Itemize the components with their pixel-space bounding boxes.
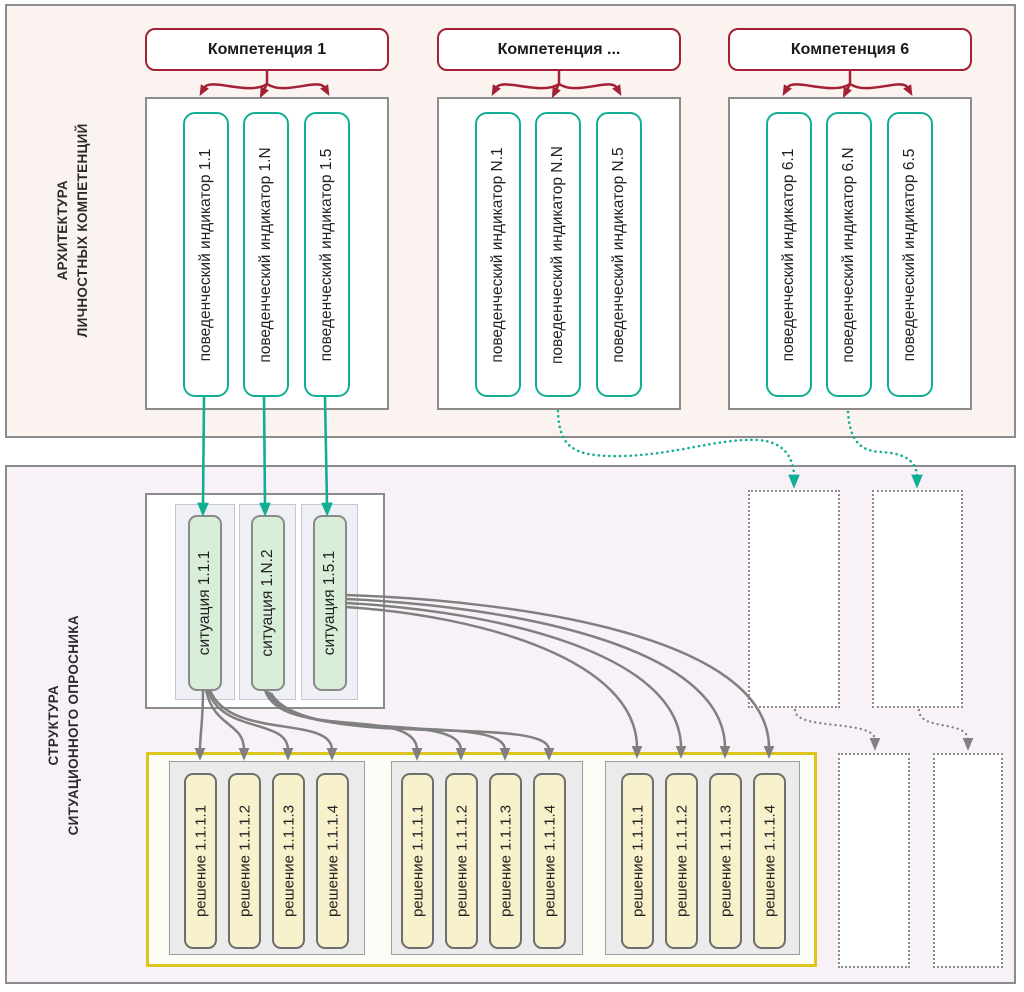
competency-label: Компетенция ... [497,40,621,58]
indicator-box: поведенческий индикатор 6.1 [766,112,812,397]
solution-label: решение 1.1.1.4 [541,804,558,918]
indicator-box: поведенческий индикатор N.5 [596,112,642,397]
indicator-container-6: поведенческий индикатор 6.1 поведенчески… [728,97,972,410]
indicator-label: поведенческий индикатор 6.1 [780,148,797,361]
indicator-container-n: поведенческий индикатор N.1 поведенчески… [437,97,681,410]
solution-label: решение 1.1.1.2 [453,804,470,918]
solution-box: решение 1.1.1.1 [401,773,434,949]
solution-label: решение 1.1.1.3 [497,804,514,918]
solution-box: решение 1.1.1.4 [753,773,786,949]
solution-group-1: решение 1.1.1.1 решение 1.1.1.2 решение … [169,761,365,955]
solution-label: решение 1.1.1.2 [236,804,253,918]
solution-group-2: решение 1.1.1.1 решение 1.1.1.2 решение … [391,761,583,955]
indicator-label: поведенческий индикатор 1.1 [197,148,214,361]
solution-box: решение 1.1.1.1 [621,773,654,949]
situation-cell: ситуация 1.N.2 [239,504,296,700]
indicator-box: поведенческий индикатор 1.N [243,112,289,397]
placeholder-solution-box-1 [838,753,910,968]
indicator-label: поведенческий индикатор N.5 [610,146,627,363]
solution-box: решение 1.1.1.1 [184,773,217,949]
solution-box: решение 1.1.1.3 [709,773,742,949]
indicator-label: поведенческий индикатор 6.N [840,146,857,363]
indicator-label: поведенческий индикатор 1.5 [318,148,335,361]
solution-label: решение 1.1.1.1 [192,804,209,918]
indicator-container-1: поведенческий индикатор 1.1 поведенчески… [145,97,389,410]
solution-group-3: решение 1.1.1.1 решение 1.1.1.2 решение … [605,761,800,955]
competency-box-1: Компетенция 1 [145,28,389,71]
solution-box: решение 1.1.1.2 [665,773,698,949]
indicator-box: поведенческий индикатор 6.5 [887,112,933,397]
solution-box: решение 1.1.1.4 [316,773,349,949]
solution-box: решение 1.1.1.2 [228,773,261,949]
solution-label: решение 1.1.1.1 [629,804,646,918]
situation-cell: ситуация 1.5.1 [301,504,358,700]
indicator-box: поведенческий индикатор 1.1 [183,112,229,397]
solution-label: решение 1.1.1.4 [324,804,341,918]
indicator-label: поведенческий индикатор 6.5 [901,148,918,361]
situation-box: ситуация 1.1.1 [188,515,222,691]
competency-label: Компетенция 6 [790,40,910,58]
situation-cell: ситуация 1.1.1 [175,504,235,700]
indicator-box: поведенческий индикатор 6.N [826,112,872,397]
situation-label: ситуация 1.1.1 [196,550,213,656]
placeholder-solution-box-2 [933,753,1003,968]
situations-container: ситуация 1.1.1 ситуация 1.N.2 ситуация 1… [145,493,385,709]
indicator-box: поведенческий индикатор N.1 [475,112,521,397]
situation-label: ситуация 1.5.1 [320,550,338,656]
placeholder-situation-box-2 [872,490,963,708]
competency-box-n: Компетенция ... [437,28,681,71]
indicator-box: поведенческий индикатор 1.5 [304,112,350,397]
solution-box: решение 1.1.1.4 [533,773,566,949]
solution-label: решение 1.1.1.3 [717,804,734,918]
solution-label: решение 1.1.1.1 [409,804,426,918]
situation-box: ситуация 1.N.2 [250,515,285,691]
situation-box: ситуация 1.5.1 [312,515,347,691]
indicator-box: поведенческий индикатор N.N [535,112,581,397]
solution-box: решение 1.1.1.3 [272,773,305,949]
indicator-label: поведенческий индикатор N.1 [489,146,506,363]
solution-label: решение 1.1.1.4 [761,804,778,918]
placeholder-situation-box-1 [748,490,840,708]
section-label-architecture: АРХИТЕКТУРА ЛИЧНОСТНЫХ КОМПЕТЕНЦИЙ [54,123,90,338]
solution-box: решение 1.1.1.3 [489,773,522,949]
indicator-label: поведенческий индикатор N.N [549,145,566,364]
competency-box-6: Компетенция 6 [728,28,972,71]
competency-label: Компетенция 1 [207,40,327,58]
indicator-label: поведенческий индикатор 1.N [257,146,274,363]
section-label-questionnaire: СТРУКТУРА СИТУАЦИОННОГО ОПРОСНИКА [45,615,81,836]
solution-box: решение 1.1.1.2 [445,773,478,949]
solution-label: решение 1.1.1.2 [673,804,690,918]
solution-label: решение 1.1.1.3 [280,804,297,918]
situation-label: ситуация 1.N.2 [258,549,276,657]
